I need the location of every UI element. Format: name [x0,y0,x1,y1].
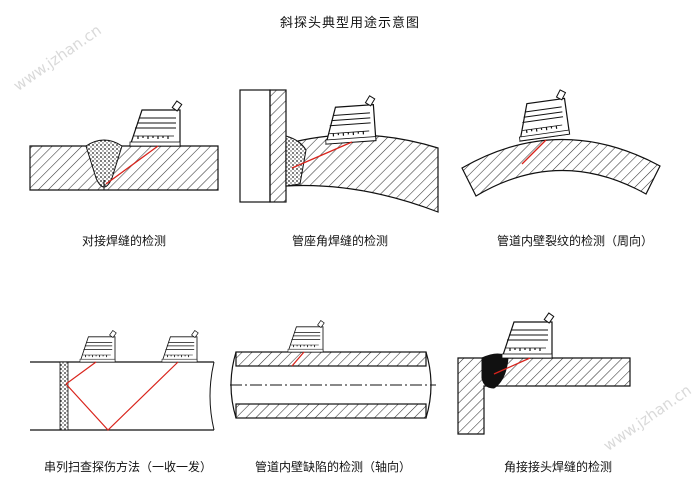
beam-path-reflect [65,361,179,431]
beam-path [105,145,159,185]
caption-butt-weld: 对接焊缝的检测 [81,234,166,248]
weld-bead [85,139,123,188]
angle-probe [513,88,572,142]
angle-probe [501,312,555,359]
beam-path [291,141,353,169]
receive-probe [161,330,199,363]
panel-pipe-circ [461,88,661,197]
page-title: 斜探头典型用途示意图 [279,16,420,31]
fillet-weld [285,135,307,187]
beam-path [521,139,547,165]
panel-fillet-weld [239,89,439,213]
caption-corner-joint: 角接接头焊缝的检测 [503,460,612,474]
nozzle-wall [239,89,271,203]
panel-corner-joint [457,312,631,435]
caption-tandem: 串列扫查探伤方法（一收一发） [43,460,212,474]
plate [29,145,219,191]
beam-path [493,357,531,375]
curved-pipe-wall [461,138,661,197]
curved-plate [285,134,439,213]
beam-path [291,351,305,367]
beam-path [65,361,97,385]
panel-pipe-axial [230,320,436,419]
pipe-top-wall [235,351,427,367]
weld-zone [59,361,69,431]
angle-probe [287,320,325,353]
angle-probe [129,100,183,147]
transmit-probe [79,330,117,363]
corner-weld [481,353,509,389]
panel-tandem [30,330,215,431]
caption-fillet-weld: 管座角焊缝的检测 [291,234,388,248]
caption-pipe-axial: 管道内壁缺陷的检测（轴向） [254,460,411,474]
panel-butt-weld [29,100,219,191]
angle-probe [322,94,379,145]
caption-pipe-circ: 管道内壁裂纹的检测（周向） [496,234,653,248]
pipe-bottom-wall [235,403,427,419]
